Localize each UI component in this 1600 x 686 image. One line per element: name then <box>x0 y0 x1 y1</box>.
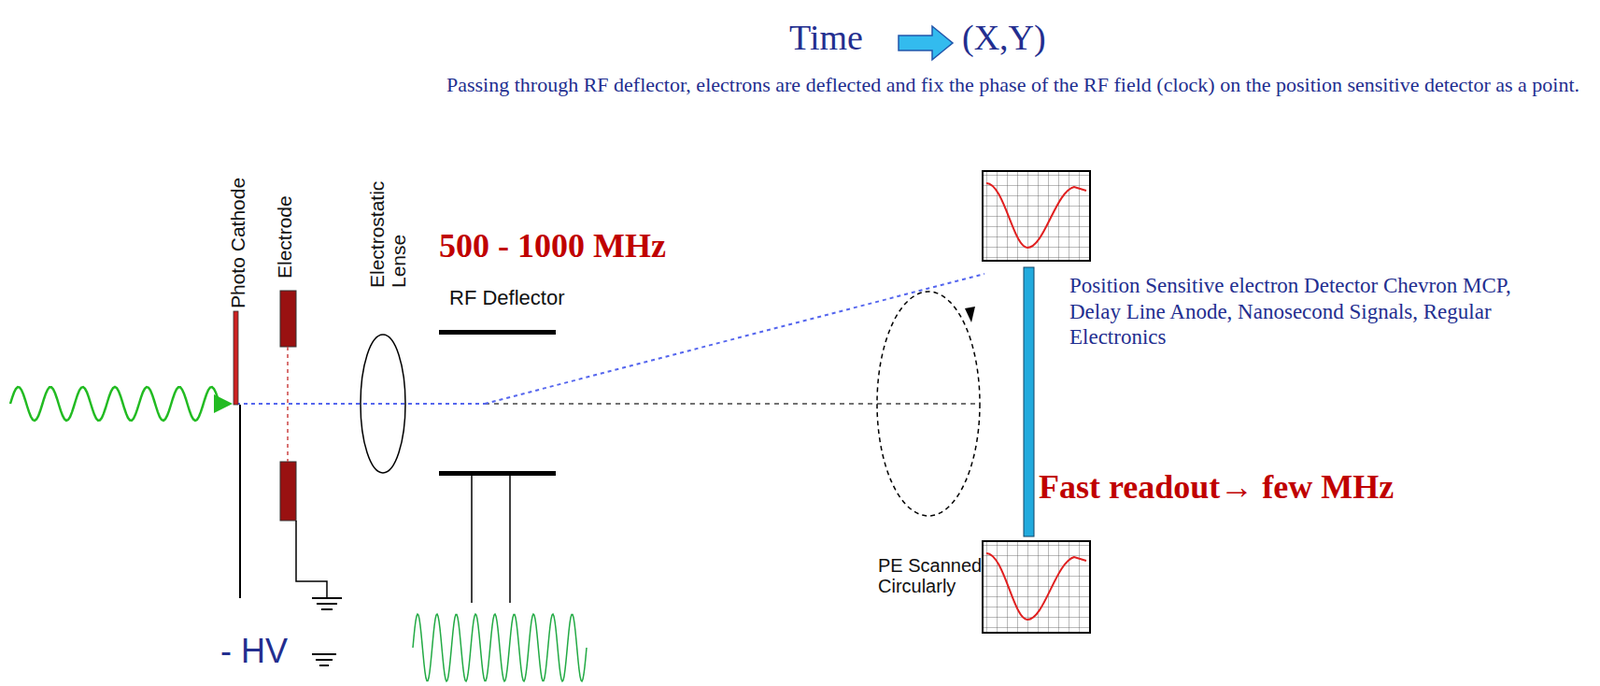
wire <box>470 475 473 603</box>
deflector-plate <box>438 329 556 335</box>
scan-label: PE Scanned Circularly <box>877 554 1000 596</box>
voltage-label: - HV <box>220 631 288 671</box>
electrode <box>280 461 297 521</box>
readout-label: Fast readout→ few MHz <box>1038 467 1394 507</box>
scope-screen <box>982 540 1091 633</box>
beam-axis <box>484 402 980 405</box>
electrode <box>280 290 297 347</box>
note: Passing through RF deflector, electrons … <box>446 72 1591 97</box>
rf-wave <box>412 613 587 681</box>
frequency-label: 500 - 1000 MHz <box>438 226 666 266</box>
part-name: RF Deflector <box>449 285 565 311</box>
detector <box>1023 267 1034 537</box>
title-arrow <box>898 26 953 60</box>
scan-circle <box>877 291 980 516</box>
part-name: Electrostatic Lense <box>366 147 410 288</box>
scope-screen <box>982 170 1091 261</box>
detector-note: Position Sensitive electron Detector Che… <box>1069 272 1565 351</box>
wire <box>509 475 511 603</box>
part-name: Electrode <box>273 195 297 279</box>
light-wave <box>10 386 228 421</box>
electrostatic-lens <box>360 334 406 473</box>
photo-cathode <box>233 311 239 405</box>
part-name: Photo Cathode <box>226 177 250 309</box>
wire <box>296 520 327 598</box>
title-word: Time <box>789 16 864 58</box>
deflector-plate <box>438 470 556 476</box>
electrode-mesh <box>286 346 289 462</box>
ground-symbol <box>311 597 342 666</box>
wire <box>239 404 241 598</box>
title-word: (X,Y) <box>962 16 1047 58</box>
scan-arrow <box>964 306 976 323</box>
